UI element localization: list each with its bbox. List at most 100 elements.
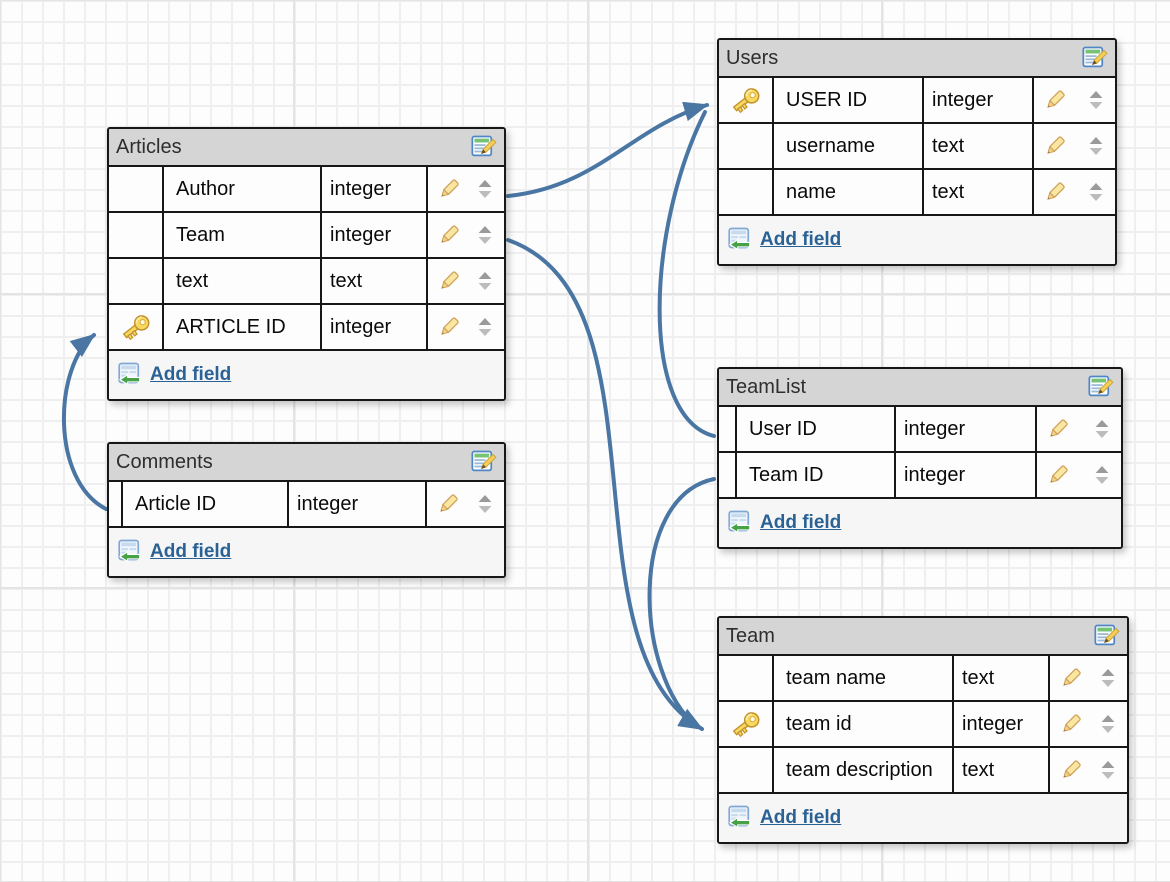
add-field-link[interactable]: Add field [760, 512, 842, 533]
field-row[interactable]: ARTICLE ID integer [109, 305, 504, 351]
table-header[interactable]: Users [719, 40, 1115, 78]
sort-arrows-icon[interactable] [478, 271, 492, 291]
add-field-link[interactable]: Add field [150, 541, 232, 562]
field-row[interactable]: Author integer [109, 167, 504, 213]
table-edit-icon[interactable] [471, 134, 498, 161]
key-cell [109, 167, 164, 211]
table-fields: Article ID integer [109, 482, 504, 528]
key-cell [719, 78, 774, 122]
field-actions [1034, 78, 1115, 122]
edit-field-icon[interactable] [1042, 133, 1068, 159]
field-row[interactable]: Article ID integer [109, 482, 504, 528]
table-add-row-icon[interactable] [727, 227, 753, 253]
key-cell [719, 656, 774, 700]
table-articles[interactable]: Articles Author integer Team integer tex… [107, 127, 506, 401]
table-header[interactable]: Team [719, 618, 1127, 656]
field-row[interactable]: Team integer [109, 213, 504, 259]
field-name: name [774, 170, 924, 214]
key-cell [109, 305, 164, 349]
key-cell [109, 482, 123, 526]
sort-arrows-icon[interactable] [1101, 714, 1115, 734]
field-row[interactable]: USER ID integer [719, 78, 1115, 124]
table-title: Articles [116, 135, 182, 158]
field-row[interactable]: team name text [719, 656, 1127, 702]
field-type: text [924, 124, 1034, 168]
field-name: team name [774, 656, 954, 700]
relation-arrow [657, 110, 716, 438]
field-name: text [164, 259, 322, 303]
sort-arrows-icon[interactable] [478, 225, 492, 245]
field-type: text [322, 259, 428, 303]
field-row[interactable]: name text [719, 170, 1115, 216]
table-fields: Author integer Team integer text text AR… [109, 167, 504, 351]
table-edit-icon[interactable] [471, 449, 498, 476]
edit-field-icon[interactable] [1058, 711, 1084, 737]
field-row[interactable]: team description text [719, 748, 1127, 794]
table-edit-icon[interactable] [1094, 623, 1121, 650]
key-cell [719, 170, 774, 214]
field-actions [1050, 748, 1127, 792]
table-add-row-icon[interactable] [727, 805, 753, 831]
field-actions [1034, 124, 1115, 168]
sort-arrows-icon[interactable] [1089, 90, 1103, 110]
edit-field-icon[interactable] [436, 268, 462, 294]
field-type: integer [322, 167, 428, 211]
field-type: integer [896, 453, 1037, 497]
sort-arrows-icon[interactable] [1089, 136, 1103, 156]
relation-arrow [506, 238, 704, 731]
table-teamlist[interactable]: TeamList User ID integer Team ID integer… [717, 367, 1123, 549]
sort-arrows-icon[interactable] [478, 317, 492, 337]
field-type: integer [954, 702, 1050, 746]
table-edit-icon[interactable] [1082, 45, 1109, 72]
edit-field-icon[interactable] [436, 314, 462, 340]
edit-field-icon[interactable] [1045, 416, 1071, 442]
edit-field-icon[interactable] [1042, 179, 1068, 205]
add-field-link[interactable]: Add field [760, 807, 842, 828]
table-add-row-icon[interactable] [117, 539, 143, 565]
sort-arrows-icon[interactable] [478, 179, 492, 199]
field-name: Team [164, 213, 322, 257]
sort-arrows-icon[interactable] [1089, 182, 1103, 202]
add-field-link[interactable]: Add field [150, 364, 232, 385]
table-add-row-icon[interactable] [727, 510, 753, 536]
edit-field-icon[interactable] [436, 222, 462, 248]
sort-arrows-icon[interactable] [478, 494, 492, 514]
table-header[interactable]: TeamList [719, 369, 1121, 407]
sort-arrows-icon[interactable] [1101, 668, 1115, 688]
add-field-link[interactable]: Add field [760, 229, 842, 250]
key-cell [719, 407, 737, 451]
key-cell [719, 748, 774, 792]
table-comments[interactable]: Comments Article ID integer Add field [107, 442, 506, 578]
sort-arrows-icon[interactable] [1095, 419, 1109, 439]
edit-field-icon[interactable] [1058, 665, 1084, 691]
table-header[interactable]: Articles [109, 129, 504, 167]
table-users[interactable]: Users USER ID integer username text name… [717, 38, 1117, 266]
edit-field-icon[interactable] [436, 176, 462, 202]
field-row[interactable]: username text [719, 124, 1115, 170]
field-actions [1050, 702, 1127, 746]
field-actions [428, 167, 504, 211]
field-name: team id [774, 702, 954, 746]
edit-field-icon[interactable] [1042, 87, 1068, 113]
field-name: Team ID [737, 453, 896, 497]
edit-field-icon[interactable] [1058, 757, 1084, 783]
table-add-row-icon[interactable] [117, 362, 143, 388]
edit-field-icon[interactable] [435, 491, 461, 517]
table-edit-icon[interactable] [1088, 374, 1115, 401]
field-row[interactable]: Team ID integer [719, 453, 1121, 499]
sort-arrows-icon[interactable] [1095, 465, 1109, 485]
field-row[interactable]: team id integer [719, 702, 1127, 748]
edit-field-icon[interactable] [1045, 462, 1071, 488]
field-type: integer [896, 407, 1037, 451]
field-row[interactable]: text text [109, 259, 504, 305]
sort-arrows-icon[interactable] [1101, 760, 1115, 780]
table-header[interactable]: Comments [109, 444, 504, 482]
field-actions [428, 305, 504, 349]
field-row[interactable]: User ID integer [719, 407, 1121, 453]
table-team[interactable]: Team team name text team id integer team… [717, 616, 1129, 844]
table-title: Team [726, 624, 775, 647]
relation-arrow [647, 477, 716, 729]
field-actions [428, 213, 504, 257]
field-name: username [774, 124, 924, 168]
